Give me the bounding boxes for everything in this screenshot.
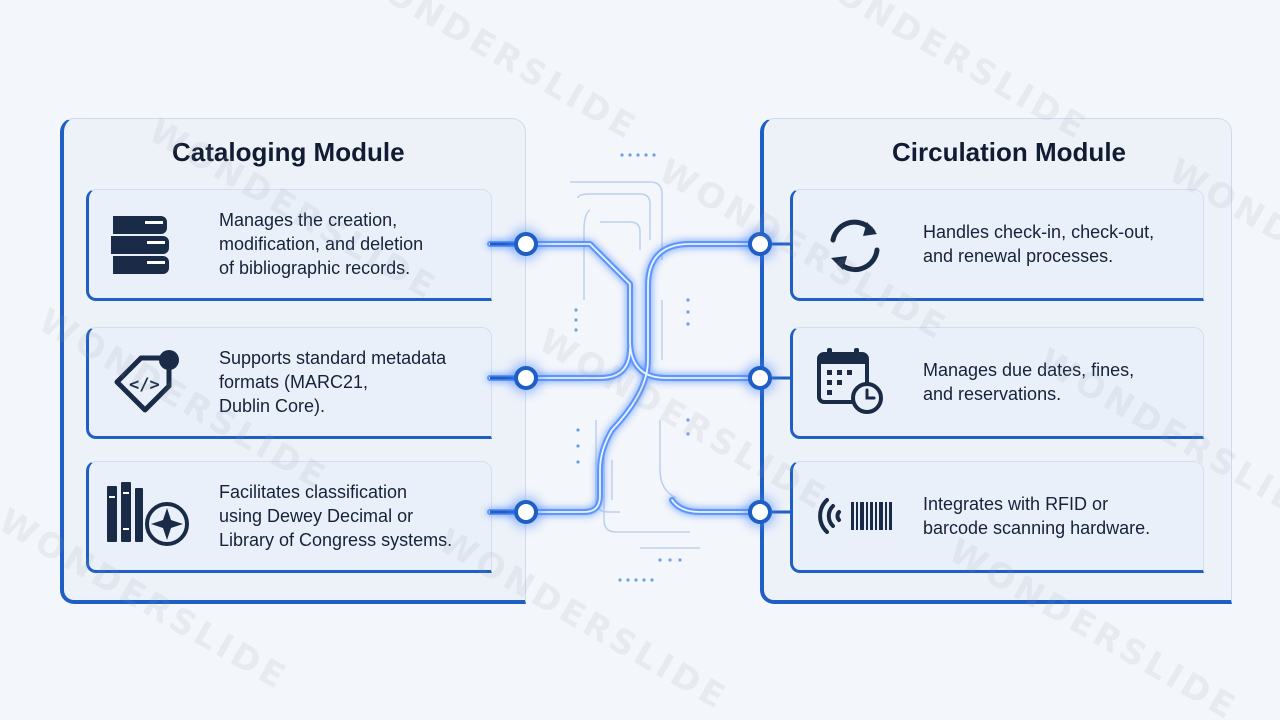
connector-node-left-3 bbox=[514, 500, 538, 524]
circulation-card-checkin: Handles check-in, check-out, and renewal… bbox=[790, 189, 1204, 301]
cataloging-card-metadata-text: Supports standard metadata formats (MARC… bbox=[219, 348, 447, 416]
cataloging-module-title: Cataloging Module bbox=[172, 137, 405, 167]
cataloging-card-classification-text: Facilitates classification using Dewey D… bbox=[219, 482, 453, 550]
connector-node-left-2 bbox=[514, 366, 538, 390]
connector-node-left-1 bbox=[514, 232, 538, 256]
cataloging-card-records: Manages the creation, modification, and … bbox=[86, 189, 492, 301]
circulation-card-rfid-text: Integrates with RFID or barcode scanning… bbox=[923, 494, 1151, 538]
cataloging-module-panel: Cataloging Module Manages the creation, … bbox=[60, 118, 526, 604]
cataloging-card-classification: Facilitates classification using Dewey D… bbox=[86, 461, 492, 573]
main-circuit-core bbox=[489, 243, 761, 513]
svg-text:</>: </> bbox=[129, 375, 160, 395]
circulation-module-panel: Circulation Module Handles check-in, che… bbox=[760, 118, 1232, 604]
refresh-cycle-icon bbox=[811, 208, 895, 280]
circulation-module-title: Circulation Module bbox=[892, 137, 1126, 167]
calendar-clock-icon bbox=[811, 346, 895, 418]
cataloging-card-records-text: Manages the creation, modification, and … bbox=[219, 210, 424, 278]
cataloging-card-metadata: </> Supports standard metadata formats (… bbox=[86, 327, 492, 439]
connector-stubs bbox=[490, 242, 792, 514]
books-stack-icon bbox=[107, 208, 191, 280]
connector-node-right-2 bbox=[748, 366, 772, 390]
code-tag-icon: </> bbox=[107, 346, 191, 418]
circulation-card-checkin-text: Handles check-in, check-out, and renewal… bbox=[923, 222, 1155, 266]
books-compass-icon bbox=[107, 480, 191, 552]
connector-node-right-1 bbox=[748, 232, 772, 256]
circulation-card-rfid: Integrates with RFID or barcode scanning… bbox=[790, 461, 1204, 573]
circuit-dots bbox=[574, 153, 690, 582]
circulation-card-due-dates: Manages due dates, fines, and reservatio… bbox=[790, 327, 1204, 439]
connector-node-right-3 bbox=[748, 500, 772, 524]
circulation-card-due-dates-text: Manages due dates, fines, and reservatio… bbox=[923, 360, 1135, 404]
rfid-barcode-icon bbox=[811, 480, 895, 552]
